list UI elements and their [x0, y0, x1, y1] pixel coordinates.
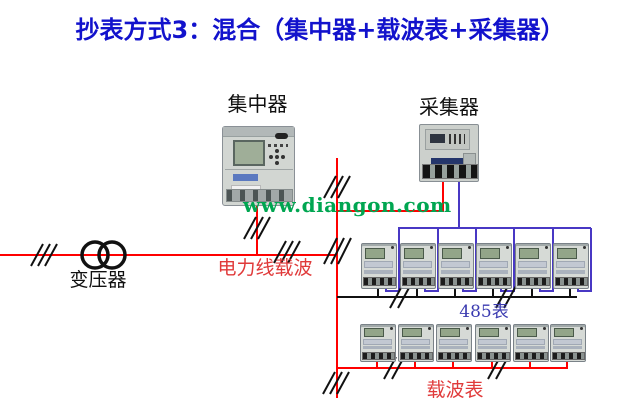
- transformer-symbol: [80, 240, 127, 270]
- meter-lcd-screen: [364, 327, 384, 338]
- meter-terminal-block: [400, 351, 434, 360]
- meter-led-dot: [580, 327, 583, 330]
- meter-lcd-screen: [404, 247, 424, 259]
- rs485-meters-label: 485表: [459, 302, 509, 322]
- meter-button-strip: [439, 338, 469, 346]
- concentrator-indicator-lights: [268, 144, 288, 147]
- collector-device: [419, 124, 479, 182]
- carrier-meter-3: [436, 324, 472, 362]
- collector-front-panel: [425, 129, 470, 150]
- meter-name-plate: [556, 269, 586, 274]
- meter-name-plate: [518, 269, 548, 274]
- carrier-meter-2: [398, 324, 434, 362]
- meter-terminal-block: [478, 277, 512, 287]
- concentrator-terminal-cover: [226, 189, 293, 202]
- collector-name-plate: [431, 158, 463, 166]
- meter-485-3: [438, 243, 474, 289]
- meter-terminal-block: [477, 351, 511, 360]
- carrier-meters-label: 载波表: [426, 379, 484, 401]
- meter-led-dot: [430, 246, 433, 249]
- meter-button-strip: [363, 338, 393, 346]
- carrier-meter-4: [475, 324, 511, 362]
- meter-name-plate: [401, 345, 431, 350]
- meter-led-dot: [428, 327, 431, 330]
- meter-button-strip: [441, 260, 471, 269]
- meter-lcd-screen: [402, 327, 422, 338]
- meter-button-strip: [478, 338, 508, 346]
- meter-terminal-block: [555, 277, 589, 287]
- meter-lcd-screen: [519, 247, 539, 259]
- meter-terminal-block: [438, 351, 472, 360]
- meter-button-strip: [403, 260, 433, 269]
- meter-button-strip: [556, 260, 586, 269]
- meter-lcd-screen: [440, 327, 460, 338]
- meter-button-strip: [479, 260, 509, 269]
- concentrator-device: [222, 126, 295, 206]
- meter-name-plate: [553, 345, 583, 350]
- meter-terminal-block: [362, 351, 396, 360]
- collector-lcd-screen: [430, 134, 445, 143]
- meter-name-plate: [441, 269, 471, 274]
- meter-led-dot: [583, 246, 586, 249]
- meter-485-1: [361, 243, 397, 289]
- meter-terminal-block: [552, 351, 586, 360]
- meter-led-dot: [390, 327, 393, 330]
- concentrator-divider: [225, 169, 293, 170]
- carrier-meter-1: [360, 324, 396, 362]
- collector-indicator-lights: [449, 134, 465, 144]
- meter-lcd-screen: [442, 247, 462, 259]
- concentrator-keypad: [275, 155, 279, 159]
- meter-485-5: [515, 243, 551, 289]
- carrier-meter-6: [550, 324, 586, 362]
- meter-led-dot: [543, 327, 546, 330]
- watermark-text: www.diangon.com: [243, 193, 452, 217]
- meter-lcd-screen: [480, 247, 500, 259]
- meter-led-dot: [466, 327, 469, 330]
- meter-led-dot: [545, 246, 548, 249]
- meter-terminal-block: [517, 277, 551, 287]
- collector-terminal-block: [422, 164, 478, 179]
- meter-button-strip: [364, 260, 394, 269]
- meter-button-strip: [401, 338, 431, 346]
- meter-name-plate: [439, 345, 469, 350]
- meter-name-plate: [364, 269, 394, 274]
- meter-led-dot: [506, 246, 509, 249]
- meter-name-plate: [516, 345, 546, 350]
- concentrator-infrared-port: [275, 133, 288, 139]
- meter-lcd-screen: [517, 327, 537, 338]
- meter-led-dot: [468, 246, 471, 249]
- meter-terminal-block: [402, 277, 436, 287]
- meter-button-strip: [553, 338, 583, 346]
- meter-lcd-screen: [365, 247, 385, 259]
- meter-led-dot: [391, 246, 394, 249]
- meter-led-dot: [505, 327, 508, 330]
- concentrator-name-plate: [233, 174, 258, 181]
- diagram-title: 抄表方式3：混合（集中器+载波表+采集器）: [75, 16, 565, 44]
- meter-terminal-block: [515, 351, 549, 360]
- meter-lcd-screen: [554, 327, 574, 338]
- meter-lcd-screen: [479, 327, 499, 338]
- meter-name-plate: [403, 269, 433, 274]
- meter-button-strip: [518, 260, 548, 269]
- transformer-label: 变压器: [69, 269, 127, 291]
- concentrator-top-strip: [223, 127, 294, 137]
- power-line-carrier-label: 电力线载波: [217, 257, 313, 279]
- meter-name-plate: [478, 345, 508, 350]
- meter-485-2: [400, 243, 436, 289]
- meter-485-6: [553, 243, 589, 289]
- meter-name-plate: [479, 269, 509, 274]
- hash-marks: [30, 175, 517, 395]
- concentrator-lcd-screen: [233, 140, 265, 166]
- meter-terminal-block: [363, 277, 397, 287]
- meter-485-4: [476, 243, 512, 289]
- collector-label: 采集器: [419, 95, 479, 119]
- carrier-meter-5: [513, 324, 549, 362]
- concentrator-label: 集中器: [227, 92, 288, 116]
- meter-button-strip: [516, 338, 546, 346]
- meter-terminal-block: [440, 277, 474, 287]
- meter-name-plate: [363, 345, 393, 350]
- meter-lcd-screen: [557, 247, 577, 259]
